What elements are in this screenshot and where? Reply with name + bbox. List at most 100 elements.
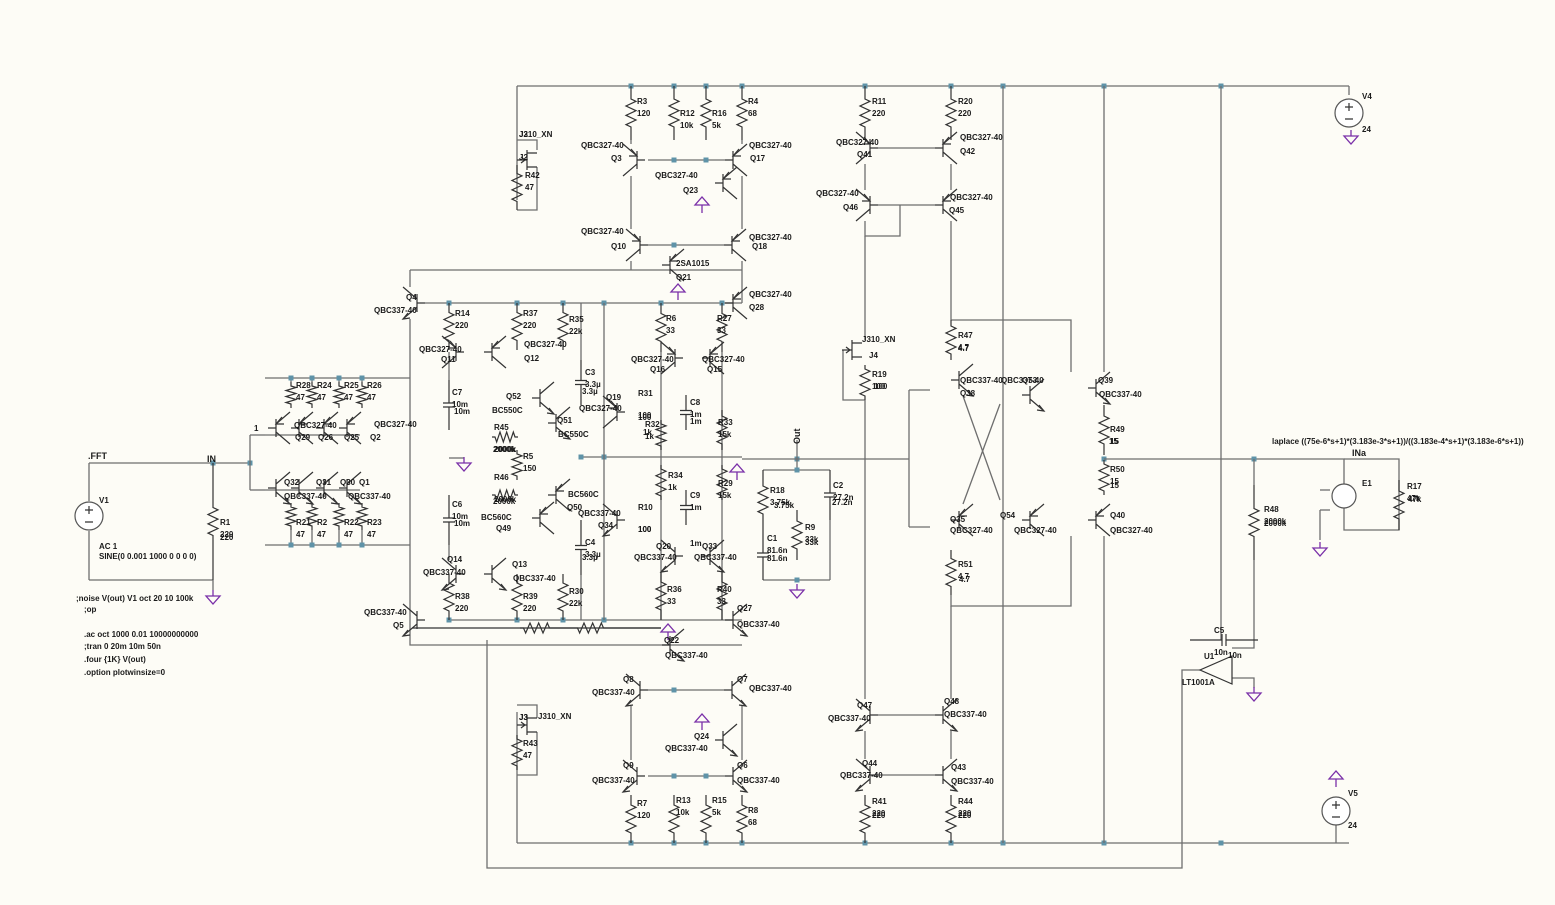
component-name-r33: R33 [718,418,733,427]
component-name-q40: Q40 [1110,511,1126,520]
component-value-q41: QBC327-40 [836,138,879,147]
component-value-r45: 2000k [494,445,517,454]
component-name-r46: R46 [494,473,509,482]
component-value-c7: 10m [452,400,468,409]
component-value-c8-b: 1m [690,417,702,426]
component-name-r51: R51 [958,560,973,569]
jfet-j3 [517,715,537,735]
component-name-r23: R23 [367,518,382,527]
transistor-q35 [951,503,974,537]
transistor-q5 [401,603,425,637]
component-value-q14: QBC337-40 [423,568,466,577]
wire [842,350,865,401]
resistor-r9 [790,510,804,560]
wire [950,536,1072,607]
resistor-r18 [756,470,770,530]
component-name-q32: Q32 [284,478,300,487]
component-value-q8: QBC337-40 [592,688,635,697]
component-name-q7: Q7 [737,675,748,684]
junction-dot [359,375,365,381]
component-name-q8: Q8 [623,675,634,684]
component-value-r11: 220 [872,109,886,118]
component-name-q2: Q2 [370,433,381,442]
wires [88,83,1400,869]
component-name-r11: R11 [872,97,887,106]
component-name-q33: Q33 [702,542,718,551]
component-name-r8: R8 [748,806,759,815]
component-name-r45: R45 [494,423,509,432]
resistor-r32 [654,420,668,450]
wire [409,319,742,646]
component-name-q39: Q39 [1098,376,1114,385]
transistor-q10 [625,228,648,262]
component-name-q9: Q9 [623,761,634,770]
component-value-r21: 47 [296,530,305,539]
component-name-r10: R10 [638,503,653,512]
resistor-r4 [735,86,749,140]
component-value-q33: QBC337-40 [694,553,737,562]
junction-dot [671,773,677,779]
component-name-r50: R50 [1110,465,1125,474]
wire [864,205,901,237]
capacitor-c9 [680,490,692,525]
component-name-q4: Q4 [406,293,417,302]
component-value-c8: 1m [690,410,702,419]
component-value-q46: QBC327-40 [816,189,859,198]
transistor-q52 [532,381,556,415]
component-value-q19: QBC327-40 [579,404,622,413]
junction-dot [578,454,584,460]
transistor-q28 [725,286,748,320]
component-value-q22: QBC337-40 [665,651,708,660]
component-name-q51: Q51 [557,416,573,425]
component-name-r4: R4 [748,97,759,106]
v5-name: V5 [1348,789,1358,798]
resistor-r27 [715,303,729,352]
junction-dot [336,375,342,381]
component-value-j2: J310_XN [519,130,553,139]
component-name-q45: Q45 [949,206,965,215]
transistor-q13 [484,557,508,591]
transistor-q33 [702,539,726,573]
component-name-c2: C2 [833,481,844,490]
ground-symbol [693,196,711,213]
component-value-q18: QBC327-40 [749,233,792,242]
component-name-q44: Q44 [862,759,878,768]
resistor-r42 [510,165,524,210]
component-name-r19: R19 [872,370,887,379]
ground-symbol [693,713,711,730]
resistor-r47 [944,320,958,360]
component-name-q27: Q27 [737,604,753,613]
transistor-q42 [935,131,958,165]
wire [962,395,1001,501]
component-name-q10: Q10 [611,242,627,251]
component-name-q20: Q20 [656,542,672,551]
component-value-r7: 120 [637,811,651,820]
component-value-c3: 3.3µ [585,380,601,389]
component-value-q20: QBC337-40 [634,553,677,562]
wire [486,640,1200,869]
resistor-r45 [492,430,518,444]
resistor-r6 [654,303,668,352]
transistor-q50 [548,478,571,512]
component-name-r40: R40 [717,585,732,594]
directive-noise: ;noise V(out) V1 oct 20 10 100k [76,594,194,603]
component-value-r19-b: 100 [874,382,888,391]
components [74,86,1406,843]
component-name-q12: Q12 [524,354,540,363]
component-value-r37: 220 [523,321,537,330]
component-value-q3: QBC327-40 [581,141,624,150]
component-value-r42: 47 [525,183,534,192]
resistor-r26 [354,382,370,408]
source-e1 [1331,483,1357,509]
component-name-q15: Q15 [707,365,723,374]
component-name-r37: R37 [523,309,538,318]
component-value-r24: 47 [317,393,326,402]
component-value-q32: QBC337-40 [284,492,327,501]
component-value-r51-b: 4.7 [959,575,971,584]
resistor-r51 [944,550,958,595]
transistor-q7 [724,673,748,707]
source-v1 [74,501,104,531]
ground-symbol [1311,542,1329,557]
transistor-q25 [316,411,339,445]
component-value-r15: 5k [712,808,721,817]
